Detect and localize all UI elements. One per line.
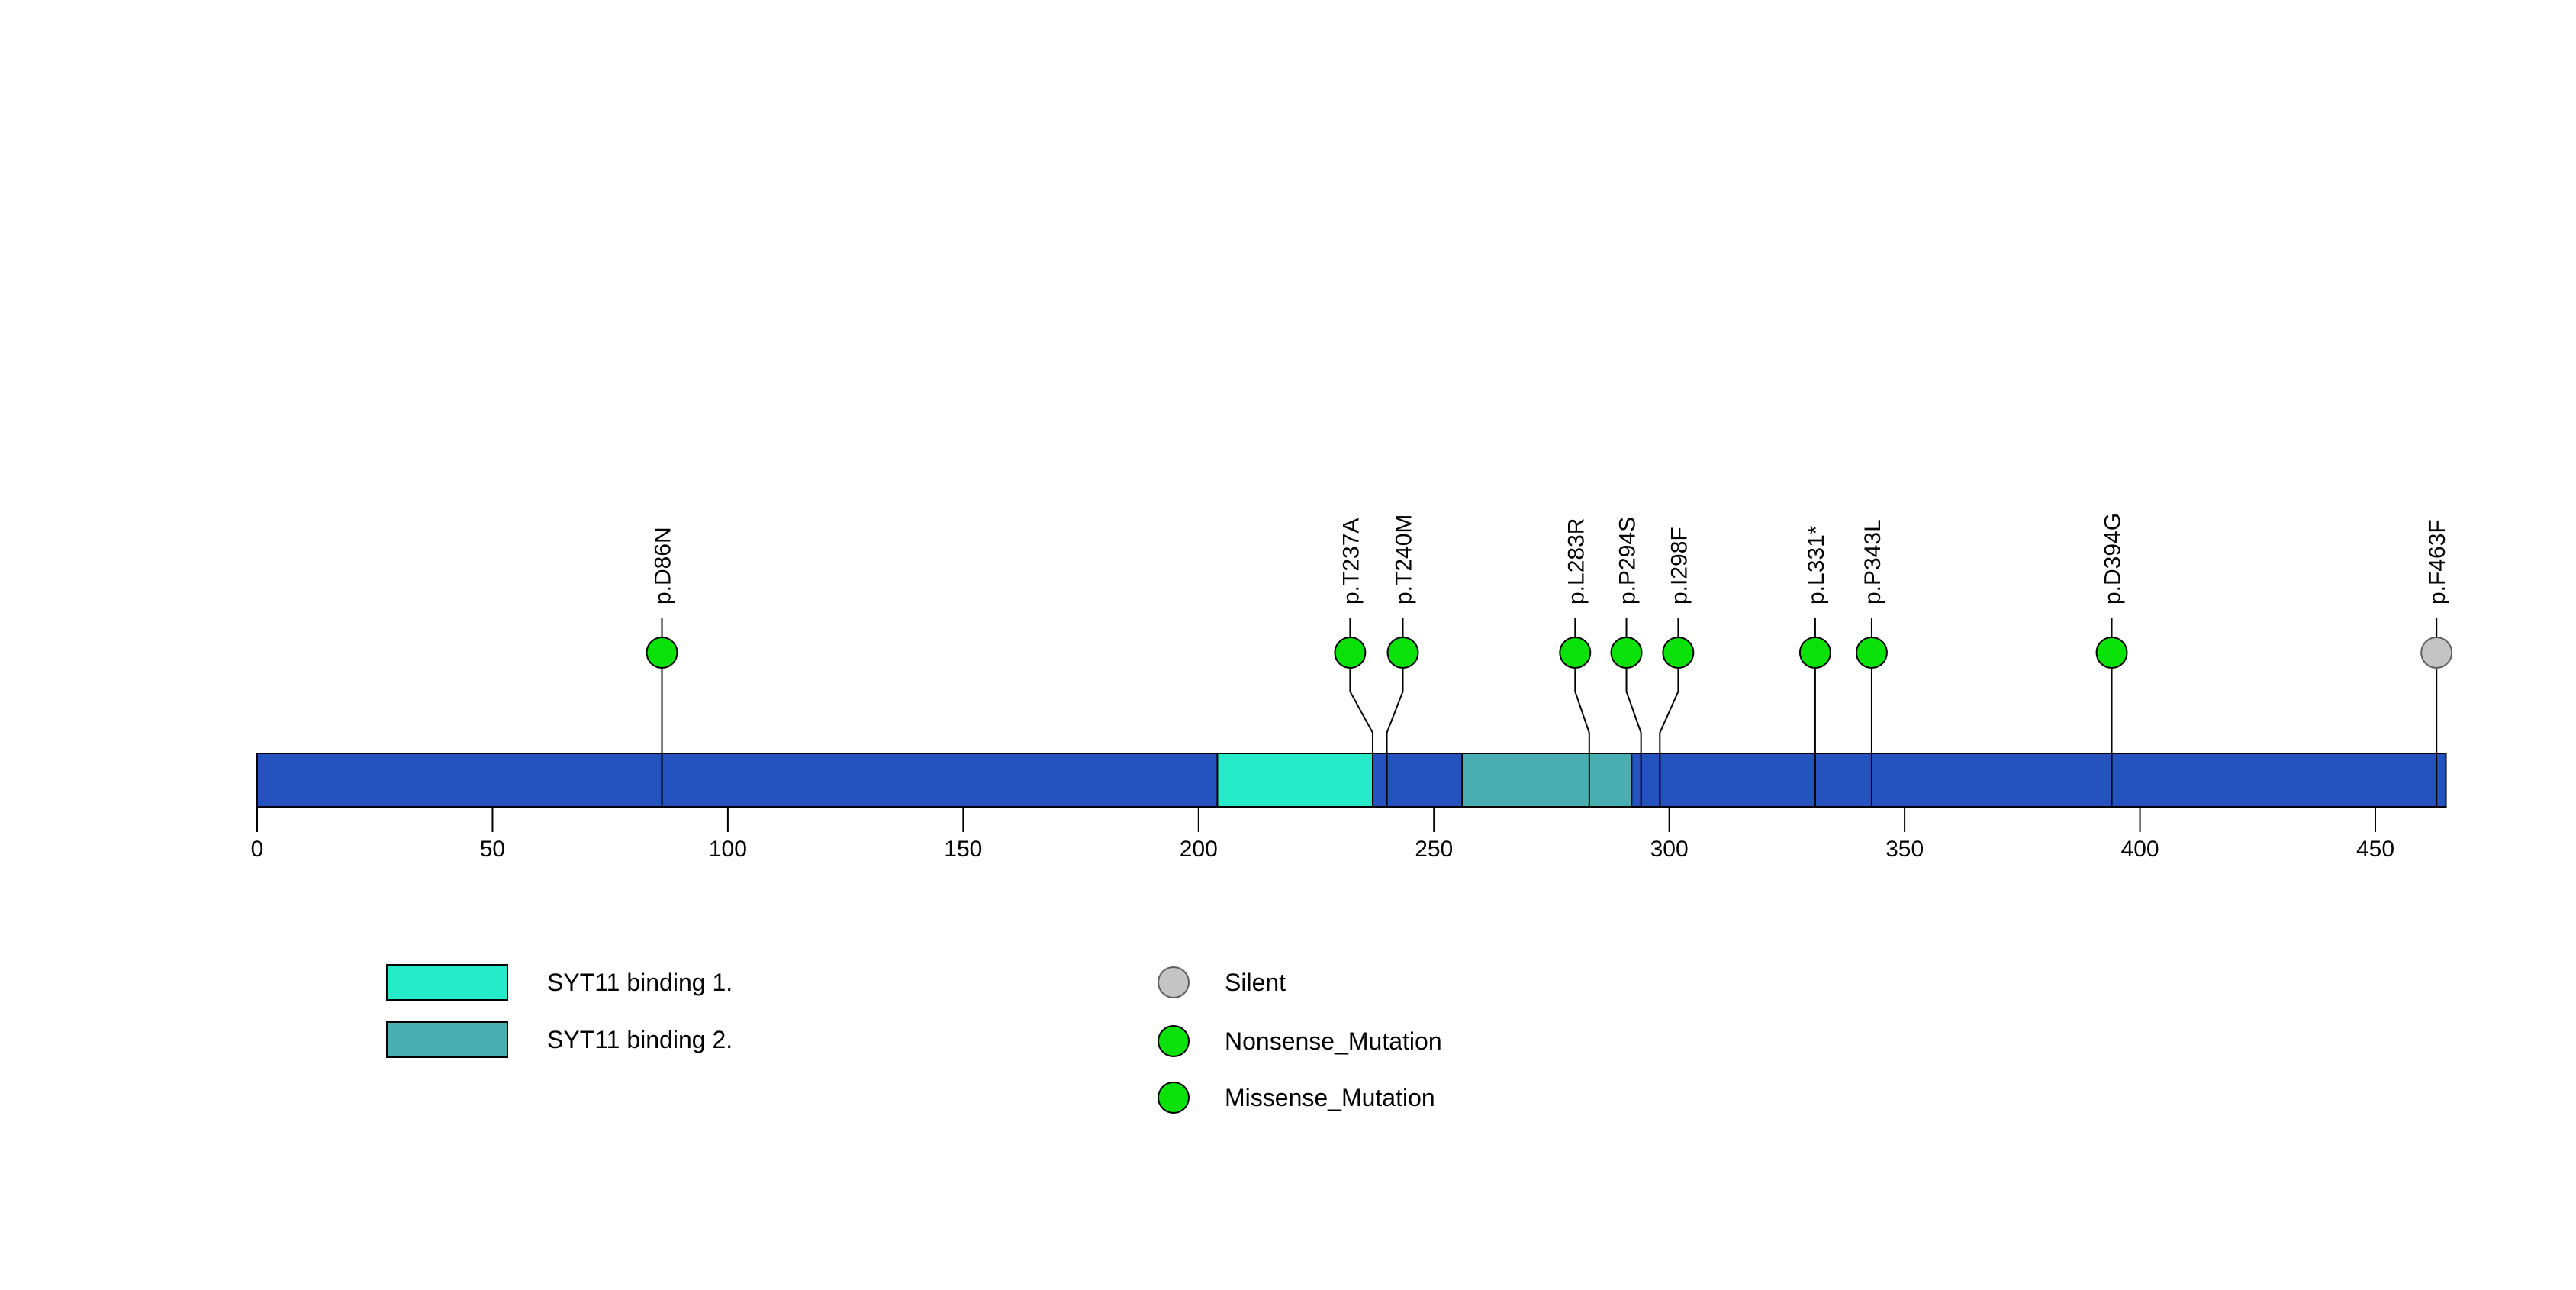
- domain-2-block: [1461, 753, 1633, 808]
- mutation-label: p.T237A: [1338, 518, 1364, 605]
- axis-tick-label: 450: [2356, 837, 2394, 862]
- legend-domain-swatch: [386, 964, 508, 1001]
- legend-domain-swatch: [386, 1021, 508, 1058]
- mutation-label: p.T240M: [1392, 514, 1417, 605]
- legend-type-label: Missense_Mutation: [1225, 1084, 1435, 1111]
- legend-type-label: Silent: [1225, 969, 1286, 996]
- axis-tick-label: 150: [944, 837, 982, 862]
- mutation-point: [2420, 637, 2453, 669]
- mutation-point: [646, 637, 678, 669]
- axis-tick-label: 50: [480, 837, 505, 862]
- mutation-point: [1610, 637, 1643, 669]
- mutation-label: p.L331*: [1804, 525, 1829, 605]
- mutation-label: p.D394G: [2101, 513, 2126, 605]
- legend-domain-label: SYT11 binding 2.: [547, 1026, 733, 1053]
- legend-type-marker: [1158, 1082, 1190, 1114]
- mutation-label: p.P294S: [1615, 517, 1641, 605]
- mutation-label: p.F463F: [2425, 519, 2450, 605]
- axis-tick-label: 200: [1180, 837, 1218, 862]
- mutation-point: [1855, 637, 1888, 669]
- axis-tick-label: 400: [2121, 837, 2159, 862]
- axis-tick-label: 0: [251, 837, 264, 862]
- mutation-point: [2095, 637, 2128, 669]
- domain-1-block: [1216, 753, 1374, 808]
- mutation-point: [1559, 637, 1592, 669]
- mutation-point: [1798, 637, 1831, 669]
- axis-tick-label: 100: [709, 837, 747, 862]
- mutation-label: p.L283R: [1563, 518, 1589, 605]
- axis-tick-label: 250: [1415, 837, 1453, 862]
- axis-tick-label: 350: [1885, 837, 1924, 862]
- mutation-label: p.P343L: [1860, 519, 1885, 605]
- mutation-label: p.I298F: [1666, 527, 1692, 605]
- axis-tick-label: 300: [1650, 837, 1689, 862]
- legend-type-marker: [1158, 966, 1190, 998]
- mutation-point: [1334, 637, 1367, 669]
- legend-domain-label: SYT11 binding 1.: [547, 969, 733, 996]
- mutation-point: [1386, 637, 1419, 669]
- mutation-point: [1662, 637, 1695, 669]
- legend-type-label: Nonsense_Mutation: [1225, 1027, 1442, 1055]
- legend-type-marker: [1158, 1025, 1190, 1057]
- mutation-label: p.D86N: [651, 527, 676, 605]
